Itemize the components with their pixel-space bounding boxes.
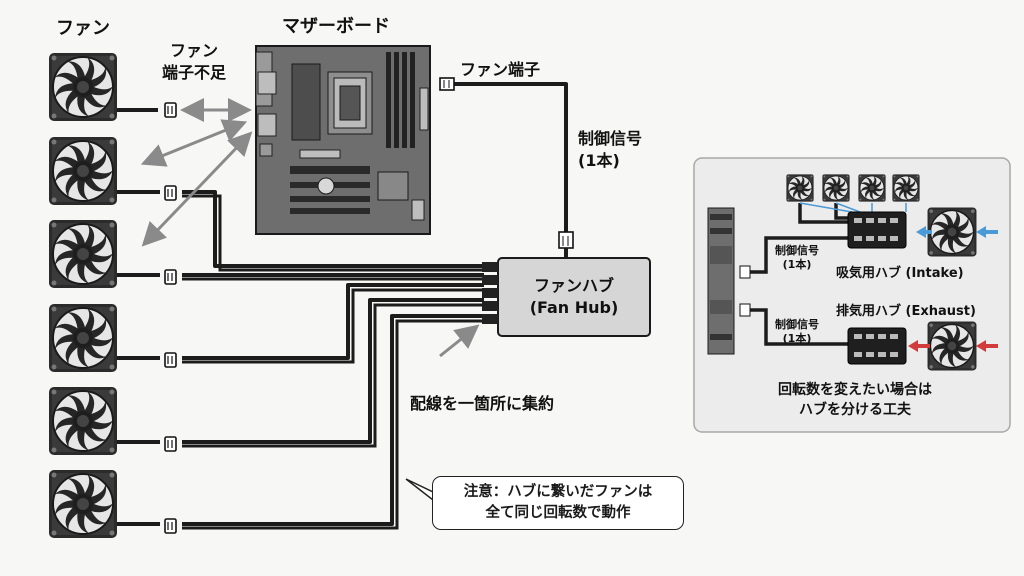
- inset-panel: [693, 157, 1011, 433]
- callout-tail: [405, 478, 434, 502]
- fan-hub-icon: [847, 211, 907, 249]
- exhaust-hub-label: 排気用ハブ (Exhaust): [836, 304, 976, 319]
- inset-signal-top-label: 制御信号 (1本): [770, 244, 824, 273]
- fan-header-shortage-line2: 端子不足: [161, 62, 226, 82]
- intake-hub-label: 吸気用ハブ (Intake): [836, 266, 964, 281]
- connector-icon: [164, 102, 177, 534]
- control-signal-line1: 制御信号: [578, 129, 643, 148]
- caution-callout-line2: 全て同じ回転数で動作: [485, 505, 631, 521]
- inset-signal-top-line1: 制御信号: [775, 244, 819, 257]
- fan-hub-icon: [847, 327, 907, 365]
- motherboard-label: マザーボード: [282, 16, 390, 37]
- control-signal-line2: (1本): [578, 151, 620, 171]
- fan-connector-label: ファン端子: [460, 60, 541, 79]
- inset-signal-bottom-line2: (1本): [782, 332, 812, 346]
- arrow-icon: [140, 98, 480, 358]
- fan-icon: [926, 206, 978, 258]
- control-signal-label: 制御信号 (1本): [578, 128, 642, 173]
- connector-icon: [439, 77, 455, 91]
- intake-arrow-icon: [916, 226, 998, 238]
- fan-icon: [48, 219, 118, 289]
- fan-icon: [48, 386, 118, 456]
- fan-icon: [48, 303, 118, 373]
- inset-caption: 回転数を変えたい場合は ハブを分ける工夫: [760, 380, 950, 421]
- fan-header-shortage-label: ファン 端子不足: [150, 40, 238, 83]
- inset-caption-line2: ハブを分ける工夫: [799, 402, 911, 419]
- fan-icon: [858, 173, 886, 203]
- inset-signal-bottom-line1: 制御信号: [775, 318, 819, 331]
- fan-icon: [786, 173, 814, 203]
- caution-callout-line1: 注意：ハブに繋いだファンは: [463, 483, 653, 500]
- inset-signal-bottom-label: 制御信号 (1本): [770, 318, 824, 347]
- fan-icon: [48, 469, 118, 539]
- exhaust-arrow-icon: [908, 340, 998, 352]
- fan-icon: [48, 136, 118, 206]
- fan-header-shortage-line1: ファン: [169, 41, 218, 60]
- inset-signal-top-line2: (1本): [782, 258, 812, 272]
- fan-icon: [892, 173, 920, 203]
- fan-icon: [822, 173, 850, 203]
- caution-callout: 注意：ハブに繋いだファンは 全て同じ回転数で動作: [432, 476, 684, 530]
- inset-caption-line1: 回転数を変えたい場合は: [778, 382, 932, 398]
- fan-icon: [926, 320, 978, 372]
- fan-hub-icon: [482, 257, 651, 337]
- fan-icon: [48, 52, 118, 122]
- wiring-consolidation-label: 配線を一箇所に集約: [410, 394, 555, 413]
- motherboard-icon: [255, 45, 431, 235]
- fan-column-label: ファン: [56, 18, 110, 39]
- connector-icon: [558, 231, 574, 258]
